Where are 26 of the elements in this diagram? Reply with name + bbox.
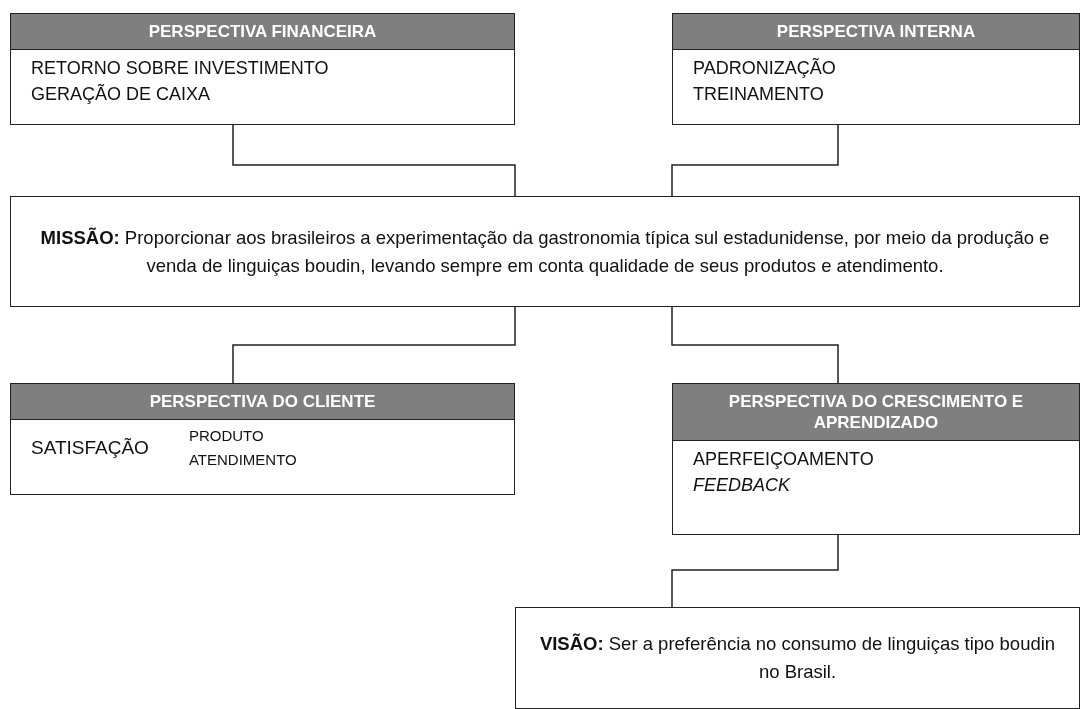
item-text: PADRONIZAÇÃO <box>692 57 837 80</box>
header-bar: PERSPECTIVA INTERNA <box>673 14 1079 50</box>
item-text: TREINAMENTO <box>692 83 825 106</box>
item-text: RETORNO SOBRE INVESTIMENTO <box>30 57 330 80</box>
sub-item-text: PRODUTO <box>188 426 265 446</box>
statement-text: VISÃO: Ser a preferência no consumo de linguiças tipo boudin no Brasil. <box>538 632 1057 684</box>
perspective-box <box>515 607 1080 709</box>
connector-line <box>232 306 516 384</box>
connector-line <box>671 534 839 608</box>
perspective-box <box>672 13 1080 125</box>
connector-line <box>671 124 839 197</box>
connector-line <box>671 306 839 384</box>
perspective-box <box>10 383 515 495</box>
item-text: SATISFAÇÃO <box>31 437 149 459</box>
item-text: GERAÇÃO DE CAIXA <box>30 83 212 106</box>
connector-line <box>232 124 516 197</box>
header-bar: PERSPECTIVA FINANCEIRA <box>11 14 514 50</box>
perspective-box <box>672 383 1080 535</box>
item-text: APERFEIÇOAMENTO <box>692 448 875 471</box>
sub-item-text: ATENDIMENTO <box>188 450 297 470</box>
perspective-box <box>10 13 515 125</box>
header-bar: PERSPECTIVA DO CRESCIMENTO E APRENDIZADO <box>673 384 1079 441</box>
statement-text: MISSÃO: Proporcionar aos brasileiros a experimentação da gastronomia típica sul estadunidense, por meio da produção e venda de linguiças boudin, levando sempre em conta qualidade de seus produtos e atendimento. <box>39 225 1051 278</box>
item-text: FEEDBACK <box>692 474 792 497</box>
perspective-box <box>10 196 1080 307</box>
header-bar: PERSPECTIVA DO CLIENTE <box>11 384 514 420</box>
